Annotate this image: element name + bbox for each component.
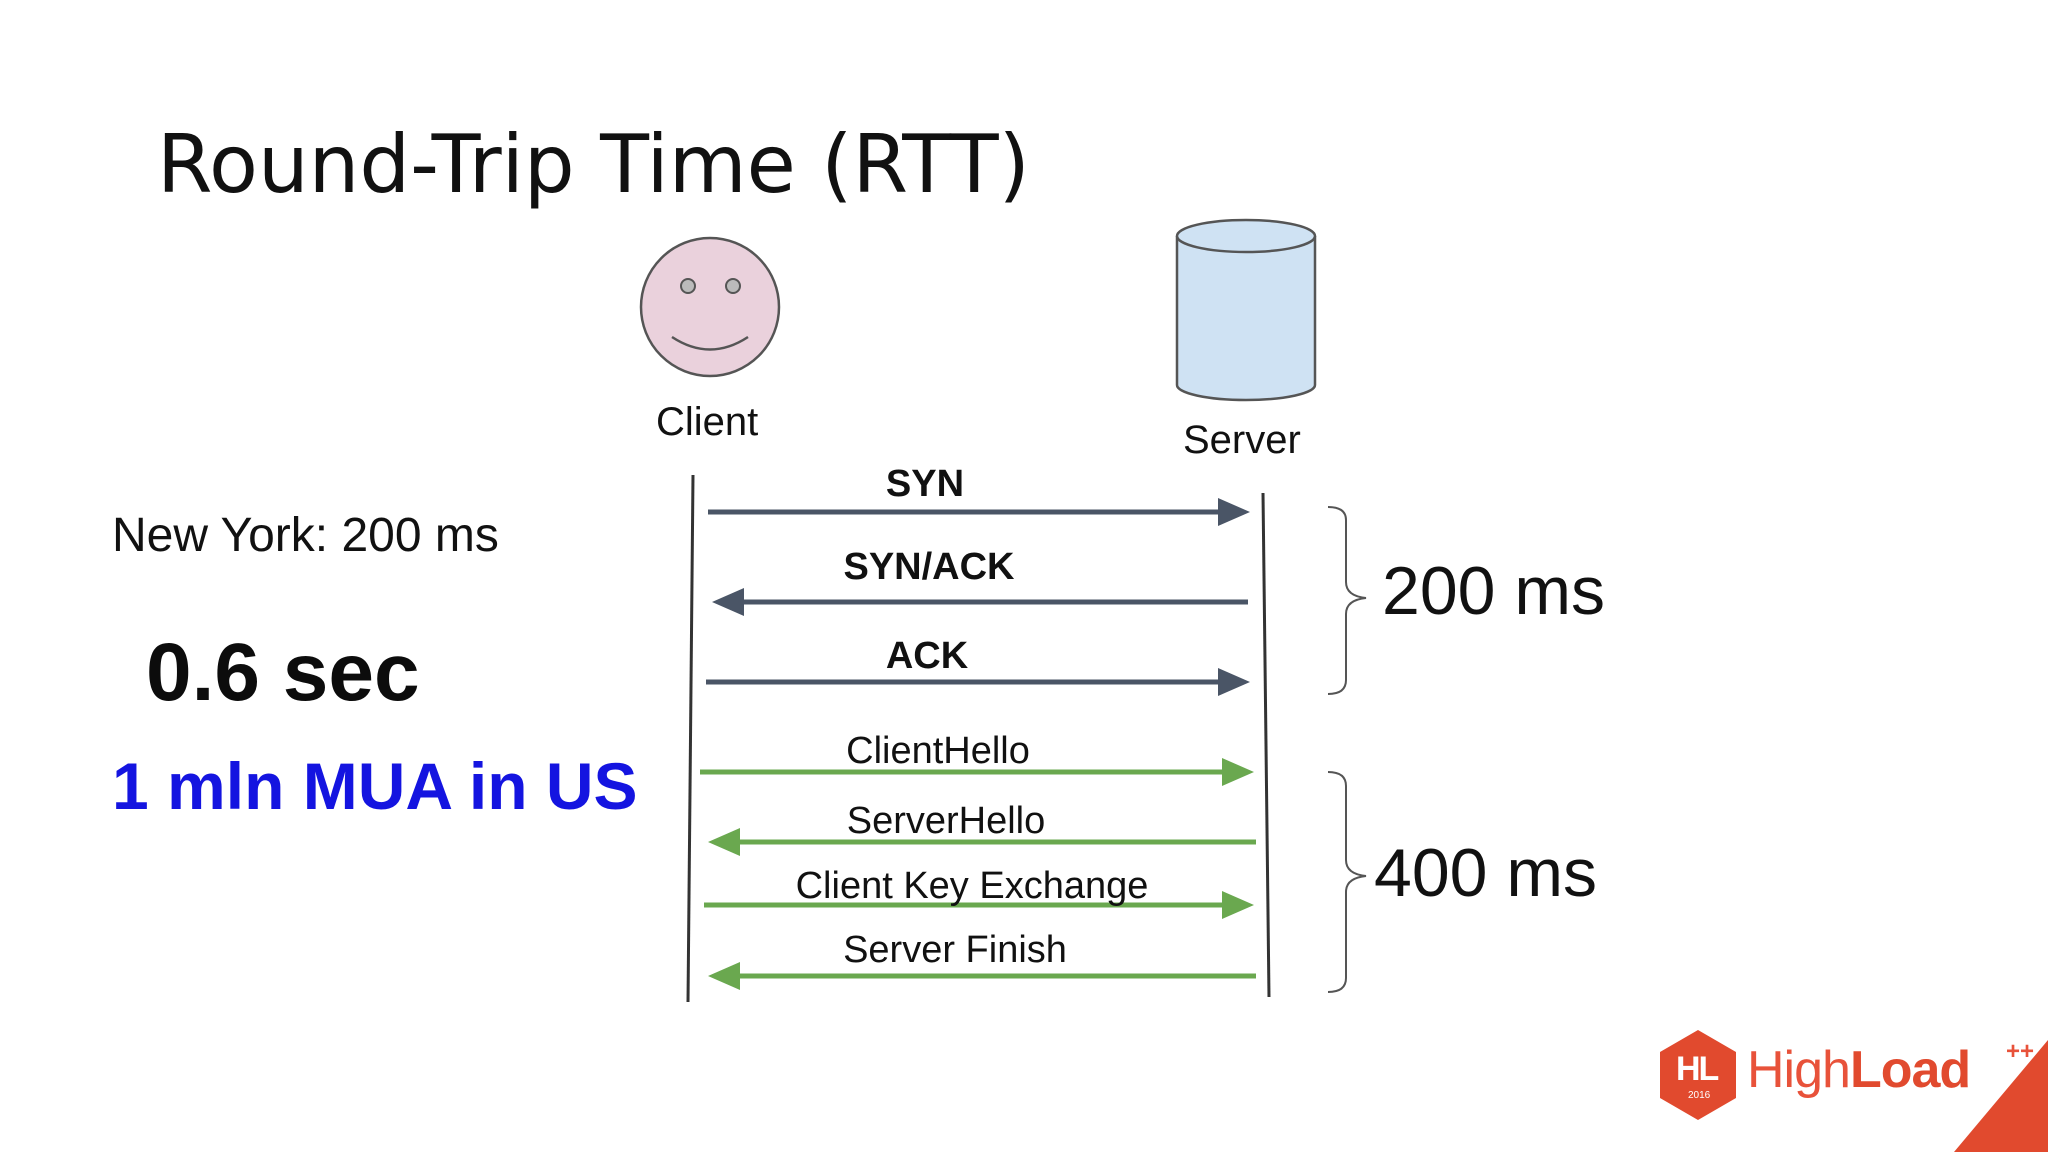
logo-name-bold: Load xyxy=(1849,1041,1971,1099)
message-label: Server Finish xyxy=(843,929,1067,971)
message-label: ACK xyxy=(885,635,969,677)
arrow-right-icon xyxy=(1218,668,1250,696)
total-time: 0.6 sec xyxy=(146,627,420,718)
message-label: Client Key Exchange xyxy=(795,865,1149,907)
logo-suffix: ++ xyxy=(2006,1038,2035,1065)
logo-badge-year: 2016 xyxy=(1688,1090,1711,1101)
logo-name-thin: High xyxy=(1747,1041,1851,1099)
server-label: Server xyxy=(1183,418,1301,462)
arrow-left-icon xyxy=(708,962,740,990)
highload-hex-logo-icon xyxy=(1660,1030,1736,1120)
client-label: Client xyxy=(656,400,759,444)
mua-count: 1 mln MUA in US xyxy=(112,749,638,823)
arrow-left-icon xyxy=(712,588,744,616)
client-face-icon xyxy=(639,236,781,378)
new-york-latency: New York: 200 ms xyxy=(112,509,499,562)
server-lifeline xyxy=(1261,492,1271,998)
message-label: SYN xyxy=(885,463,965,505)
tls-duration: 400 ms xyxy=(1374,835,1597,911)
arrow-right-icon xyxy=(1222,891,1254,919)
message-label: SYN/ACK xyxy=(843,546,1015,588)
arrow-right-icon xyxy=(1218,498,1250,526)
tcp-duration: 200 ms xyxy=(1382,553,1605,629)
corner-accent xyxy=(1954,1040,2048,1152)
logo-badge: HL xyxy=(1676,1050,1719,1088)
logo-wordmark: HighLoad xyxy=(1747,1040,1971,1100)
tls-brace xyxy=(1327,771,1367,993)
arrow-right-icon xyxy=(1222,758,1254,786)
arrow-left-icon xyxy=(708,828,740,856)
server-database-icon xyxy=(1175,218,1317,402)
message-label: ClientHello xyxy=(846,730,1030,772)
slide-title: Round-Trip Time (RTT) xyxy=(157,118,1030,211)
message-label: ServerHello xyxy=(846,800,1046,842)
tcp-brace xyxy=(1327,506,1367,695)
client-lifeline xyxy=(686,474,695,1003)
